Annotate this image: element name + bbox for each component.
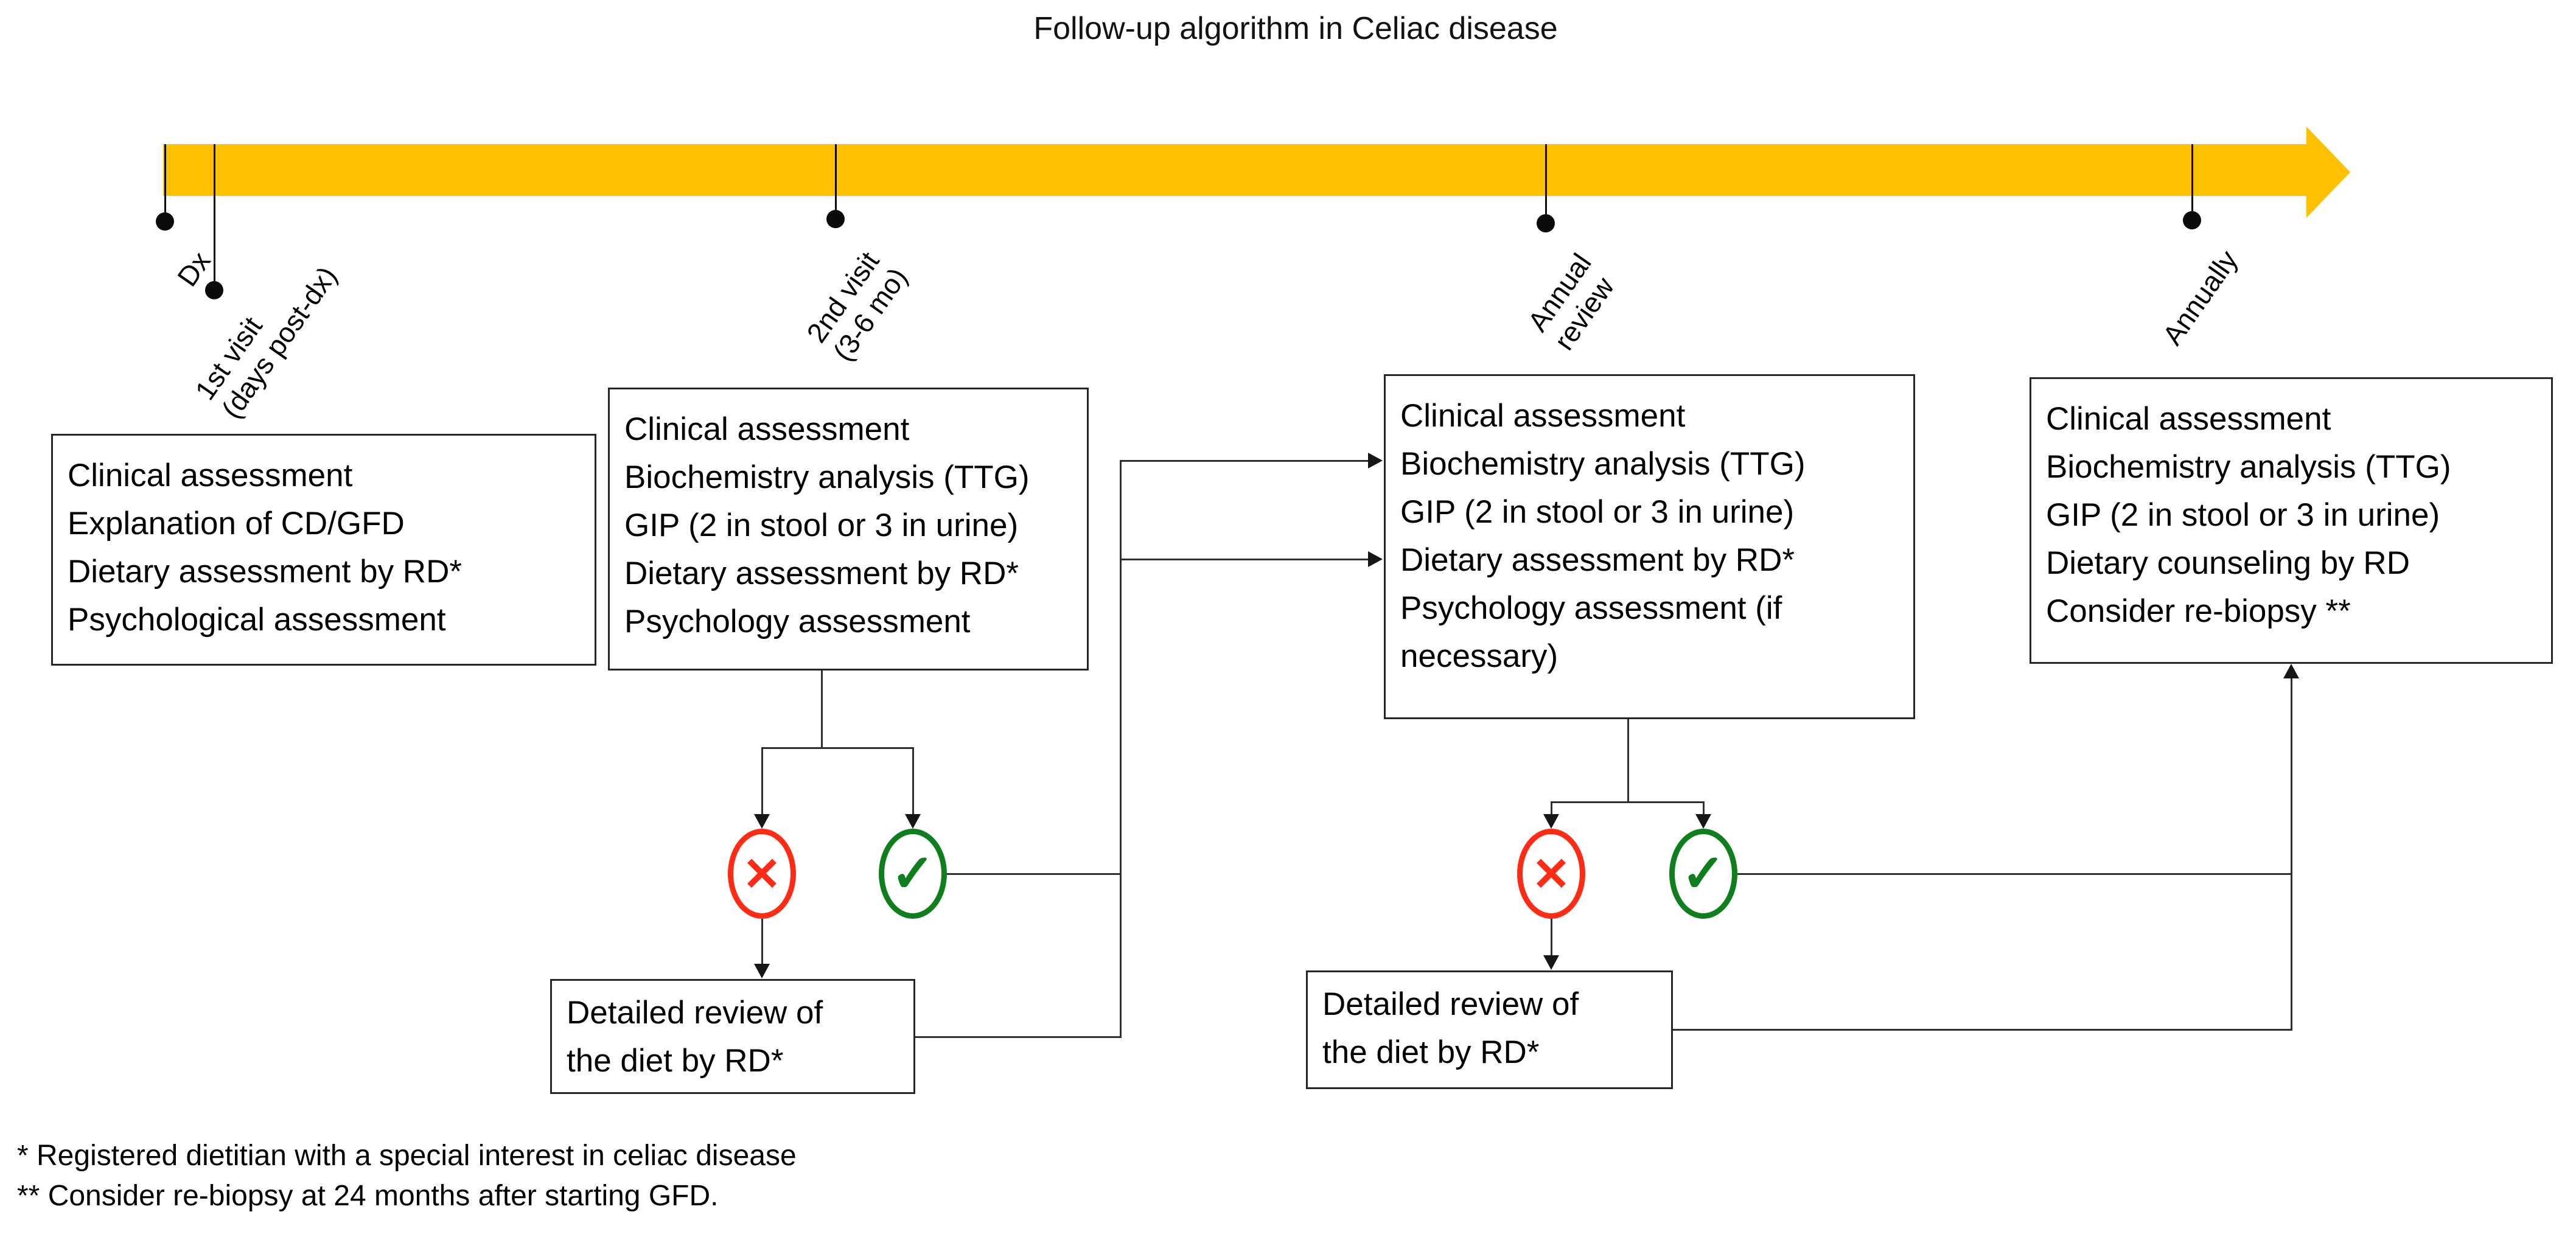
arrowhead-down-icon <box>1543 814 1559 829</box>
connector-stem-no-1 <box>761 747 763 815</box>
timeline-dot-annually <box>2183 211 2201 229</box>
connector-detail2-right <box>1673 1029 2292 1031</box>
timeline-tick-dx <box>164 144 166 212</box>
footnote-biopsy: ** Consider re-biopsy at 24 months after… <box>17 1180 719 1212</box>
arrowhead-down-icon <box>754 964 770 978</box>
arrowhead-down-icon <box>1695 814 1711 829</box>
connector-yes1-right <box>947 873 1122 875</box>
connector-box2-down <box>821 671 823 748</box>
connector-merge-vertical-1 <box>1120 461 1122 1038</box>
cross-icon: ✕ <box>728 829 796 919</box>
connector-box3-tbar <box>1551 801 1705 803</box>
check-glyph: ✓ <box>890 845 935 903</box>
timeline-label-annually: Annually <box>2155 245 2244 351</box>
timeline-dot-dx <box>156 212 174 231</box>
timeline-dot-visit2 <box>826 210 845 228</box>
arrowhead-down-icon <box>905 814 921 829</box>
check-glyph: ✓ <box>1681 845 1726 903</box>
cross-icon: ✕ <box>1517 829 1585 919</box>
arrowhead-right-icon <box>1368 551 1383 567</box>
timeline-dot-annual <box>1537 214 1555 232</box>
connector-box2-tbar <box>762 747 913 749</box>
check-icon: ✓ <box>1669 829 1737 919</box>
timeline-tick-visit2 <box>835 144 837 210</box>
cross-glyph: ✕ <box>1532 848 1571 900</box>
connector-into-box3-upper <box>1120 460 1369 462</box>
footnote-rd: * Registered dietitian with a special in… <box>17 1140 797 1172</box>
arrowhead-down-icon <box>754 814 770 829</box>
diagram-title: Follow-up algorithm in Celiac disease <box>1033 11 1558 46</box>
connector-detail1-right <box>915 1036 1122 1038</box>
cross-glyph: ✕ <box>742 848 781 900</box>
connector-into-box3-lower <box>1120 559 1369 560</box>
connector-box3-down <box>1627 719 1629 803</box>
arrowhead-down-icon <box>1543 955 1559 970</box>
connector-no1-to-detail1 <box>761 919 763 965</box>
timeline-dot-visit1 <box>205 281 223 299</box>
timeline-arrowhead-icon <box>2306 127 2350 218</box>
connector-stem-no-2 <box>1551 801 1552 815</box>
timeline-tick-visit1 <box>214 144 215 281</box>
connector-stem-yes-2 <box>1703 801 1705 815</box>
timeline-tick-annually <box>2191 144 2193 211</box>
arrowhead-up-icon <box>2283 664 2299 678</box>
connector-yes2-right <box>1737 873 2292 875</box>
check-icon: ✓ <box>879 829 947 919</box>
connector-stem-yes-1 <box>912 747 914 815</box>
timeline-arrow-body <box>163 144 2308 196</box>
timeline-label-visit2: 2nd visit(3-6 mo) <box>800 246 914 367</box>
arrowhead-right-icon <box>1368 453 1383 468</box>
timeline-tick-annual <box>1545 144 1547 214</box>
connector-no2-to-detail2 <box>1551 919 1552 956</box>
connector-up-to-box4 <box>2291 677 2292 1031</box>
